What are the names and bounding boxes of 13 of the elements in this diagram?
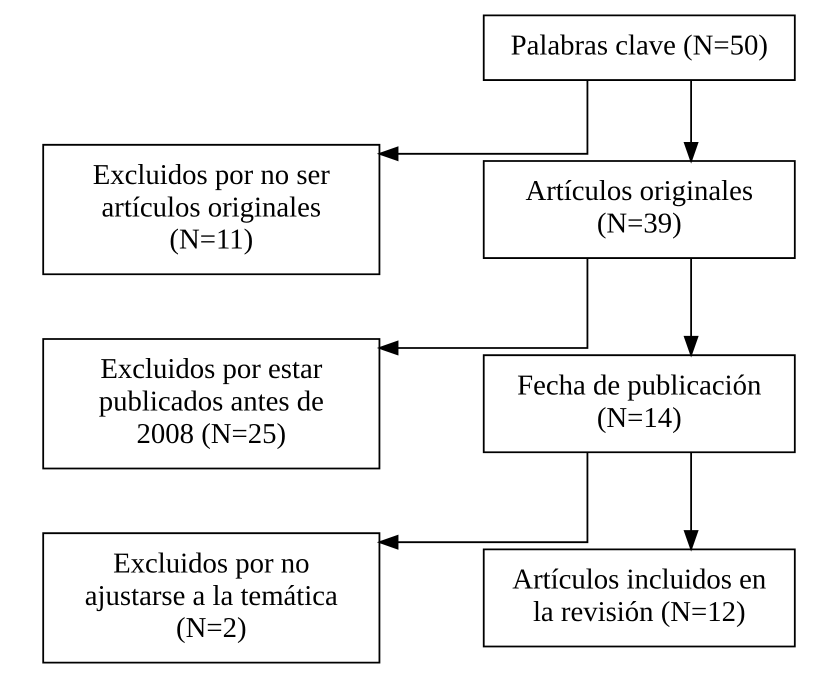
node-box: Artículos originales (N=39) [482,160,796,259]
node-box: Excluidos por estar publicados antes de 2008 (N=25) [42,338,380,470]
node-box: Fecha de publicación (N=14) [482,354,796,454]
arrow [376,80,588,162]
arrow [684,258,699,358]
node-box: Artículos incluidos en la revisión (N=12) [482,548,796,648]
arrow [376,452,588,550]
arrow [684,452,699,552]
node-box: Excluidos por no ajustarse a la temática (N=2) [42,532,380,664]
arrow [684,80,699,164]
arrow [376,258,588,356]
node-box: Excluidos por no ser artículos originales (N=11) [42,144,380,276]
node-box: Palabras clave (N=50) [482,14,796,81]
